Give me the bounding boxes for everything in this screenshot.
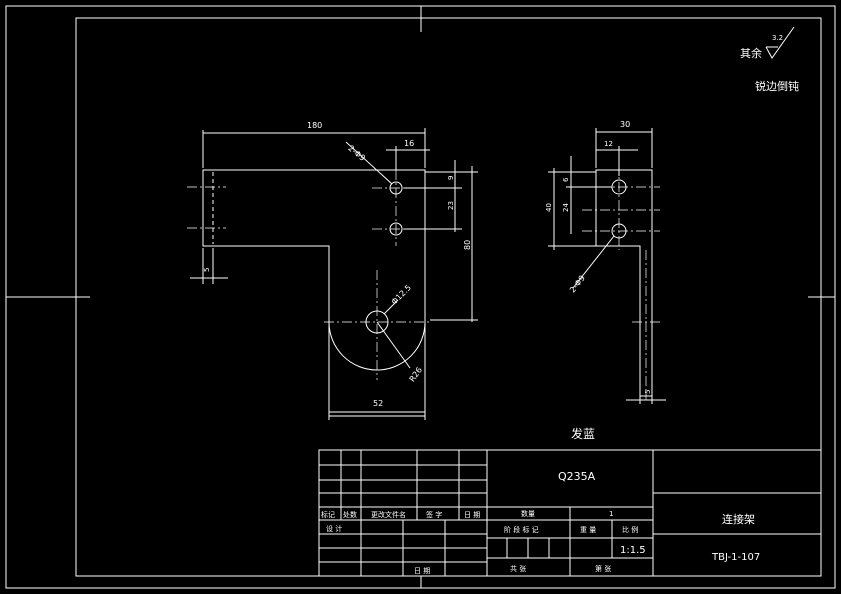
dim-d-top: 9 <box>447 176 455 180</box>
middle-grid <box>487 450 654 576</box>
side-dim-hole-offset: 12 <box>604 140 613 148</box>
front-view-outline <box>202 169 426 417</box>
roughness-note: 其余 3.2 <box>740 26 795 60</box>
side-dim-top: 6 <box>562 177 570 182</box>
scale-value: 1:1.5 <box>620 545 646 556</box>
dim-overall-width: 180 <box>307 121 322 130</box>
side-dim-height: 40 <box>545 203 553 212</box>
header-signature: 签 字 <box>426 510 442 519</box>
revision-table-grid <box>319 450 488 576</box>
dim-hole-spec: 2-Φ9 <box>346 144 367 163</box>
quantity-value: 1 <box>609 510 613 518</box>
side-dim-mid: 24 <box>562 203 570 212</box>
header-date: 日 期 <box>464 511 480 519</box>
design-label: 设 计 <box>326 524 342 533</box>
roughness-prefix: 其余 <box>740 46 762 60</box>
front-view: 180 16 2-Φ9 9 23 80 5 Φ12.5 R26 52 <box>187 121 478 420</box>
sheets-total: 共 张 <box>510 564 526 573</box>
dim-radius: R26 <box>408 366 424 384</box>
header-count: 处数 <box>343 510 357 519</box>
quantity-label: 数量 <box>521 509 535 518</box>
date-label: 日 期 <box>414 567 430 575</box>
header-change-doc: 更改文件名 <box>371 510 406 519</box>
drawing-number: TBJ-1-107 <box>711 552 760 563</box>
inner-frame <box>75 17 822 577</box>
side-dim-width: 30 <box>620 120 630 129</box>
surface-treatment-label: 发蓝 <box>571 426 595 441</box>
edge-note: 锐边倒钝 <box>755 79 799 93</box>
dim-thickness: 5 <box>203 268 211 272</box>
side-view: 30 12 6 24 40 2-Φ9 5 <box>545 120 666 404</box>
centering-marks <box>6 6 835 588</box>
stage-mark-label: 阶 段 标 记 <box>504 525 539 534</box>
header-mark: 标记 <box>321 510 335 519</box>
side-dim-hole-spec: 2-Φ9 <box>568 274 587 295</box>
roughness-symbol <box>765 26 795 59</box>
side-view-outline <box>595 169 653 397</box>
dim-hole-offset: 16 <box>404 139 414 148</box>
sheet-number: 第 张 <box>595 564 611 573</box>
material: Q235A <box>558 470 596 483</box>
weight-label: 重 量 <box>580 526 596 534</box>
title-block: 标记 处数 更改文件名 签 字 日 期 设 计 日 期 Q235A 数量 1 阶… <box>318 449 822 577</box>
scale-label: 比 例 <box>622 525 638 534</box>
roughness-value: 3.2 <box>772 34 783 42</box>
outer-border <box>5 5 836 589</box>
dim-big-hole: Φ12.5 <box>390 283 413 306</box>
dim-bottom-width: 52 <box>373 399 383 408</box>
part-name: 连接架 <box>722 513 755 526</box>
dim-d-mid: 23 <box>447 201 455 210</box>
dim-height: 80 <box>463 240 472 250</box>
side-dim-thickness: 5 <box>644 390 652 394</box>
